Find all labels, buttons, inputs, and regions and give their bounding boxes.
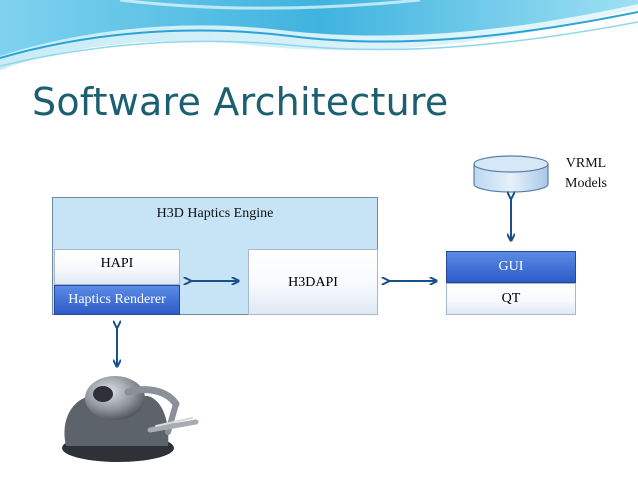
gui-label: GUI: [498, 259, 524, 274]
vrml-label-line2: Models: [565, 176, 607, 191]
engine-label: H3D Haptics Engine: [156, 206, 274, 221]
gui-box: GUI: [446, 251, 576, 283]
haptic-device-image: [62, 376, 199, 462]
hapi-label: HAPI: [100, 256, 134, 271]
h3dapi-label: H3DAPI: [288, 275, 338, 290]
qt-box: QT: [446, 283, 576, 315]
vrml-models-label: VRML Models: [556, 154, 616, 194]
header-wave-decoration: [0, 0, 638, 70]
h3dapi-box: H3DAPI: [248, 249, 378, 315]
database-icon: [473, 155, 549, 193]
haptics-renderer-label: Haptics Renderer: [68, 292, 166, 307]
haptics-renderer-box: Haptics Renderer: [54, 285, 180, 315]
qt-label: QT: [501, 291, 521, 306]
vrml-label-line1: VRML: [565, 156, 607, 171]
hapi-box: HAPI: [54, 249, 180, 285]
page-title: Software Architecture: [32, 80, 449, 124]
